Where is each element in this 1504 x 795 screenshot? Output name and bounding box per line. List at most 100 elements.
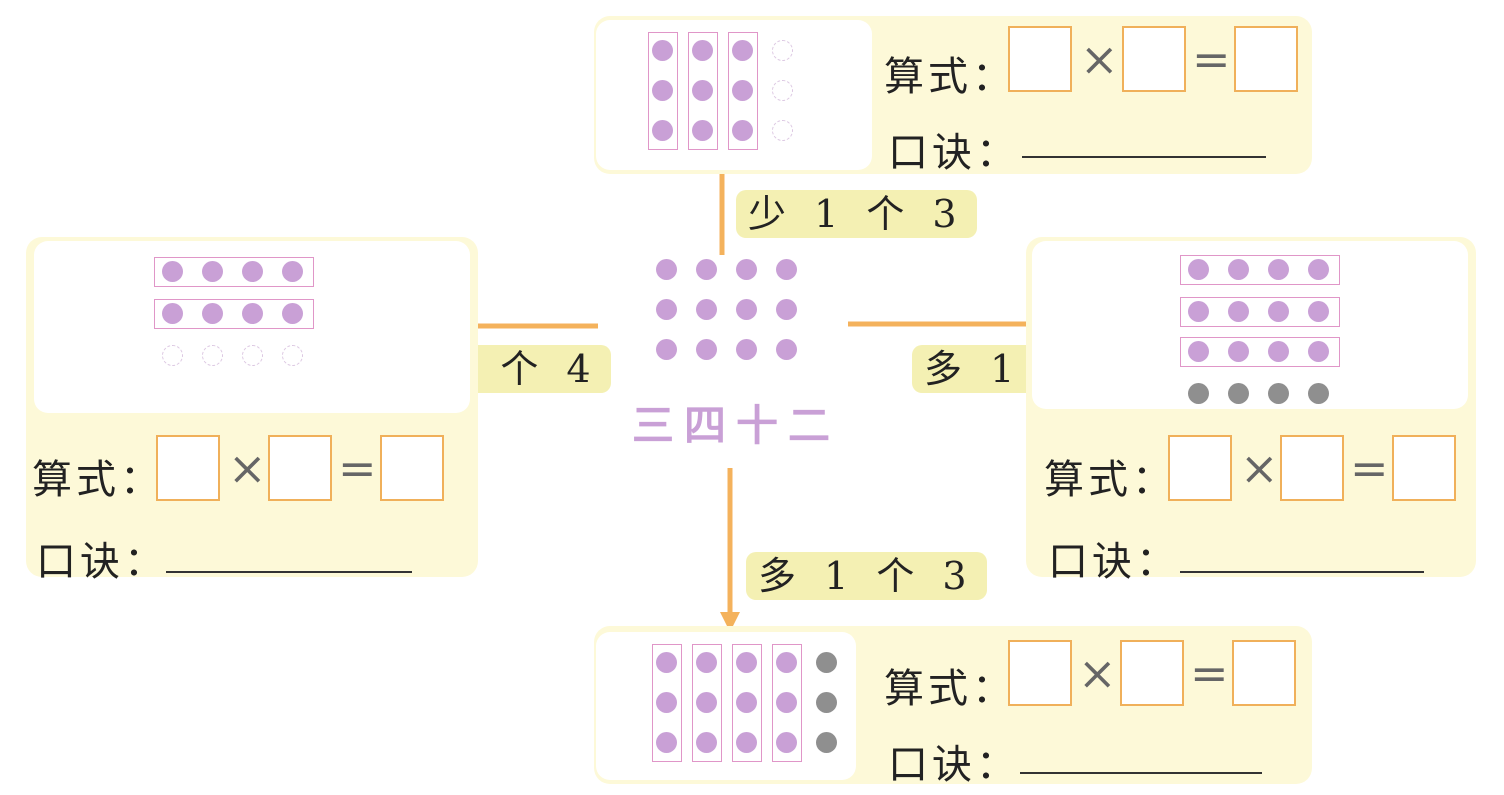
dot xyxy=(1268,341,1289,362)
added-dot xyxy=(816,652,837,673)
answer-box-factor-2[interactable] xyxy=(268,435,332,501)
answer-box-factor-1[interactable] xyxy=(1008,640,1072,706)
answer-box-factor-2[interactable] xyxy=(1280,435,1344,501)
center-dot xyxy=(736,299,757,320)
dot xyxy=(736,732,757,753)
column-frame xyxy=(648,32,678,150)
panel-left-picture xyxy=(34,241,470,413)
formula-label: 算式： xyxy=(884,666,1016,712)
times-sign: × xyxy=(228,441,267,495)
column-frame xyxy=(688,32,718,150)
dot xyxy=(776,652,797,673)
dot xyxy=(1188,341,1209,362)
formula-label: 算式： xyxy=(32,457,164,503)
center-dot xyxy=(696,299,717,320)
row-frame xyxy=(154,257,314,287)
dot xyxy=(282,303,303,324)
answer-box-product[interactable] xyxy=(1392,435,1456,501)
dot xyxy=(736,652,757,673)
added-dot xyxy=(816,732,837,753)
dot xyxy=(242,303,263,324)
center-dot xyxy=(736,339,757,360)
dot xyxy=(1268,301,1289,322)
verse-answer-line[interactable] xyxy=(1020,772,1262,774)
column-frame xyxy=(772,644,802,762)
answer-box-product[interactable] xyxy=(1234,26,1298,92)
answer-box-factor-2[interactable] xyxy=(1122,26,1186,92)
verse-label: 口诀： xyxy=(888,130,1020,176)
row-frame xyxy=(1180,255,1340,285)
verse-label: 口诀： xyxy=(36,539,168,585)
dot xyxy=(202,261,223,282)
center-dot xyxy=(776,299,797,320)
dot xyxy=(1308,259,1329,280)
panel-left: 算式： × = 口诀： xyxy=(26,237,478,585)
verse-answer-line[interactable] xyxy=(1180,571,1424,573)
added-dot xyxy=(1228,383,1249,404)
dot xyxy=(1308,341,1329,362)
center-dot xyxy=(656,259,677,280)
arrow-label-up: 少 1 个 3 xyxy=(736,190,977,238)
dot xyxy=(696,732,717,753)
equals-sign: = xyxy=(1350,441,1389,495)
dot xyxy=(1188,259,1209,280)
panel-top: 算式： × = 口诀： xyxy=(594,16,1312,176)
verse-answer-line[interactable] xyxy=(1022,156,1266,158)
center-dot xyxy=(736,259,757,280)
dot xyxy=(776,692,797,713)
center-dot xyxy=(696,339,717,360)
verse-label: 口诀： xyxy=(888,742,1020,788)
center-rhyme: 三四十二 xyxy=(632,401,841,450)
dot xyxy=(692,120,713,141)
answer-box-factor-1[interactable] xyxy=(1168,435,1232,501)
arrow-label-down: 多 1 个 3 xyxy=(746,552,987,600)
added-dot xyxy=(1268,383,1289,404)
dot xyxy=(732,120,753,141)
center-dot xyxy=(776,259,797,280)
dot xyxy=(1188,301,1209,322)
formula-label: 算式： xyxy=(1044,457,1176,503)
dot xyxy=(202,303,223,324)
panel-top-picture xyxy=(596,20,872,170)
dot xyxy=(162,261,183,282)
removed-dot xyxy=(282,345,303,366)
dot xyxy=(736,692,757,713)
dot xyxy=(732,80,753,101)
times-sign: × xyxy=(1078,646,1117,700)
answer-box-factor-1[interactable] xyxy=(156,435,220,501)
dot xyxy=(1228,259,1249,280)
center-dot xyxy=(696,259,717,280)
dot xyxy=(652,80,673,101)
times-sign: × xyxy=(1240,441,1279,495)
arrow-down-head xyxy=(720,612,740,632)
dot xyxy=(242,261,263,282)
equals-sign: = xyxy=(1192,32,1231,86)
column-frame xyxy=(728,32,758,150)
verse-answer-line[interactable] xyxy=(166,571,412,573)
dot xyxy=(656,692,677,713)
times-sign: × xyxy=(1080,32,1119,86)
row-frame xyxy=(1180,297,1340,327)
center-dot xyxy=(776,339,797,360)
answer-box-factor-2[interactable] xyxy=(1120,640,1184,706)
removed-dot xyxy=(202,345,223,366)
answer-box-product[interactable] xyxy=(380,435,444,501)
added-dot xyxy=(816,692,837,713)
removed-dot xyxy=(772,120,793,141)
verse-label: 口诀： xyxy=(1048,539,1180,585)
removed-dot xyxy=(772,40,793,61)
answer-box-product[interactable] xyxy=(1232,640,1296,706)
dot xyxy=(656,732,677,753)
removed-dot xyxy=(162,345,183,366)
answer-box-factor-1[interactable] xyxy=(1008,26,1072,92)
dot xyxy=(776,732,797,753)
row-frame xyxy=(154,299,314,329)
row-frame xyxy=(1180,337,1340,367)
panel-right: 算式： × = 口诀： xyxy=(1026,237,1476,585)
added-dot xyxy=(1308,383,1329,404)
dot xyxy=(732,40,753,61)
dot xyxy=(1268,259,1289,280)
dot xyxy=(692,40,713,61)
dot xyxy=(282,261,303,282)
panel-bottom: 算式： × = 口诀： xyxy=(594,626,1312,788)
